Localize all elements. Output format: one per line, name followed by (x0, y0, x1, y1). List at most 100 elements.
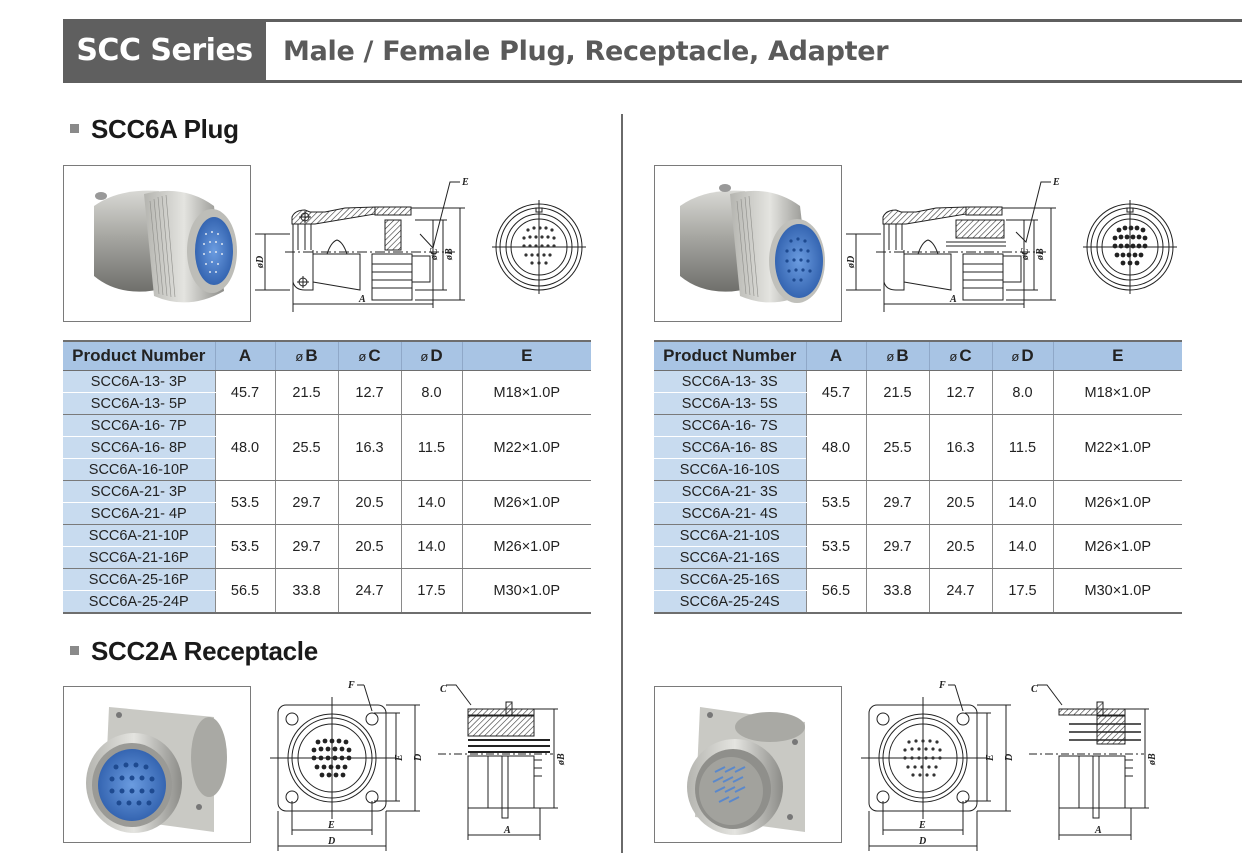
dim-label-c: øC (429, 248, 440, 261)
dim-label-d: D (327, 836, 335, 847)
dim-c-cell: 20.5 (337, 480, 401, 525)
col-header-e: E (1052, 340, 1182, 371)
col-header-d-text: D (1021, 346, 1034, 365)
dim-label-e: E (918, 820, 926, 831)
product-number-cell: SCC6A-25-24P (63, 590, 215, 614)
table-row: SCC6A-16- 8S (654, 436, 1182, 459)
bullet-square-icon (70, 123, 79, 133)
product-number-cell: SCC6A-21- 4S (654, 502, 806, 525)
section-title-receptacle-text: SCC2A Receptacle (91, 636, 318, 666)
product-number-cell: SCC6A-25-24S (654, 590, 806, 614)
table-row: SCC6A-13- 5S (654, 392, 1182, 415)
diameter-symbol: ø (358, 349, 367, 364)
dim-label-b: øB (1035, 248, 1046, 261)
table-row: SCC6A-21- 4P (63, 502, 591, 525)
dim-label-e-vertical: E (394, 754, 405, 762)
table-row: SCC6A-25-24S (654, 590, 1182, 614)
dim-label-f: F (347, 680, 355, 691)
diameter-symbol: ø (420, 349, 429, 364)
dim-label-f: F (938, 680, 946, 691)
dim-label-c: C (440, 684, 447, 695)
dim-label-c: øC (1020, 248, 1031, 261)
diameter-symbol: ø (295, 349, 304, 364)
dim-b-cell: 21.5 (865, 370, 929, 415)
receptacle-male-image (687, 707, 805, 835)
dim-a-cell: 48.0 (805, 414, 866, 481)
receptacle-female-image (86, 707, 227, 833)
dim-c-cell: 16.3 (928, 414, 992, 481)
receptacle-female-side-drawing: C øB A (438, 680, 578, 850)
bullet-square-icon (70, 645, 79, 655)
dim-b-cell: 25.5 (274, 414, 338, 481)
section-title-plug-text: SCC6A Plug (91, 114, 239, 144)
dim-label-e: E (1052, 177, 1060, 188)
dim-e-cell: M18×1.0P (1052, 370, 1182, 415)
dim-label-a: A (358, 294, 366, 305)
col-header-b-text: B (305, 346, 318, 365)
dim-a-cell: 53.5 (214, 480, 275, 525)
dim-label-a: A (503, 825, 511, 836)
diameter-symbol: ø (949, 349, 958, 364)
dim-c-cell: 24.7 (337, 568, 401, 614)
section-title-receptacle: SCC2A Receptacle (70, 636, 318, 667)
dim-label-b: øB (1147, 753, 1158, 766)
dim-c-cell: 20.5 (928, 524, 992, 569)
product-number-cell: SCC6A-21- 3P (63, 480, 215, 503)
plug-male-side-drawing: A øB øC øD E (255, 172, 475, 312)
dim-label-b: øB (444, 248, 455, 261)
col-header-a: A (805, 340, 866, 371)
product-number-cell: SCC6A-21-10S (654, 524, 806, 547)
dim-c-cell: 20.5 (337, 524, 401, 569)
plug-female-photo (654, 165, 842, 322)
product-number-cell: SCC6A-16-10S (654, 458, 806, 481)
dim-label-d: øD (846, 256, 857, 269)
plug-male-photo (63, 165, 251, 322)
col-header-a: A (214, 340, 275, 371)
dim-b-cell: 29.7 (274, 524, 338, 569)
dim-d-cell: 11.5 (400, 414, 462, 481)
receptacle-male-front-drawing: F E D E D (861, 675, 1031, 853)
product-number-cell: SCC6A-16-10P (63, 458, 215, 481)
dim-a-cell: 56.5 (805, 568, 866, 614)
plug-female-side-drawing: A øB øC øD E (846, 172, 1066, 312)
dim-d-cell: 8.0 (400, 370, 462, 415)
dim-label-d-vertical: D (1004, 754, 1015, 762)
product-number-cell: SCC6A-25-16S (654, 568, 806, 591)
header-rule-top (63, 19, 1242, 22)
table-row: SCC6A-21-16S (654, 546, 1182, 569)
series-subtitle: Male / Female Plug, Receptacle, Adapter (283, 36, 889, 67)
dim-c-cell: 20.5 (928, 480, 992, 525)
dim-d-cell: 14.0 (991, 524, 1053, 569)
dim-a-cell: 56.5 (214, 568, 275, 614)
dim-c-cell: 16.3 (337, 414, 401, 481)
dim-label-a: A (1094, 825, 1102, 836)
col-header-b-text: B (896, 346, 909, 365)
product-number-cell: SCC6A-21-10P (63, 524, 215, 547)
dim-d-cell: 17.5 (991, 568, 1053, 614)
table-row: SCC6A-21- 4S (654, 502, 1182, 525)
dim-e-cell: M22×1.0P (1052, 414, 1182, 481)
series-title: SCC Series (63, 19, 266, 83)
receptacle-female-front-drawing: F E D E D (270, 675, 440, 853)
col-header-product-number: Product Number (63, 340, 215, 371)
plug-male-image (94, 190, 237, 303)
col-header-e: E (461, 340, 591, 371)
dim-e-cell: M26×1.0P (1052, 524, 1182, 569)
column-divider (621, 114, 623, 853)
table-row: SCC6A-13- 5P (63, 392, 591, 415)
product-number-cell: SCC6A-21- 3S (654, 480, 806, 503)
diameter-symbol: ø (886, 349, 895, 364)
product-number-cell: SCC6A-16- 7S (654, 414, 806, 437)
product-number-cell: SCC6A-13- 3P (63, 370, 215, 393)
